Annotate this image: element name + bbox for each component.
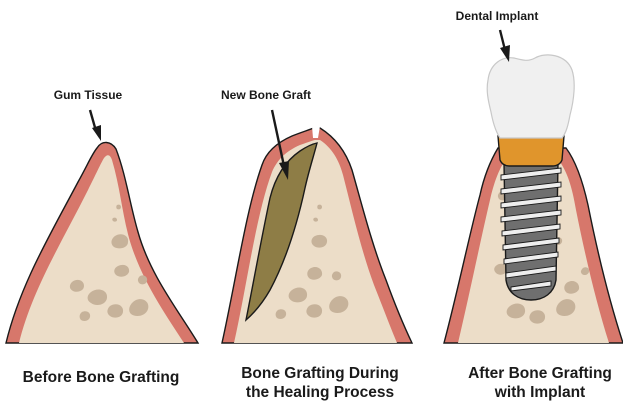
panel-during-healing: New Bone Graft Bone Grafting During the … [221, 88, 412, 401]
caption-after-implant-line1: After Bone Grafting [468, 365, 612, 382]
arrow-icon [500, 30, 510, 62]
caption-during-healing-line2: the Healing Process [246, 384, 394, 401]
callout-label-dental-implant: Dental Implant [456, 9, 539, 23]
caption-during-healing-line1: Bone Grafting During [241, 365, 399, 382]
implant-crown [487, 55, 574, 138]
callout-label-gum-tissue: Gum Tissue [54, 88, 123, 102]
implant-screw [501, 163, 561, 300]
arrow-icon [90, 110, 101, 141]
caption-before-grafting: Before Bone Grafting [23, 369, 180, 386]
panel-after-implant: Dental Implant After Bone Grafting with … [444, 9, 623, 401]
caption-after-implant-line2: with Implant [494, 384, 585, 401]
implant-abutment [498, 136, 564, 166]
callout-label-new-bone-graft: New Bone Graft [221, 88, 311, 102]
panel-before-grafting: Gum Tissue Before Bone Grafting [6, 88, 198, 386]
